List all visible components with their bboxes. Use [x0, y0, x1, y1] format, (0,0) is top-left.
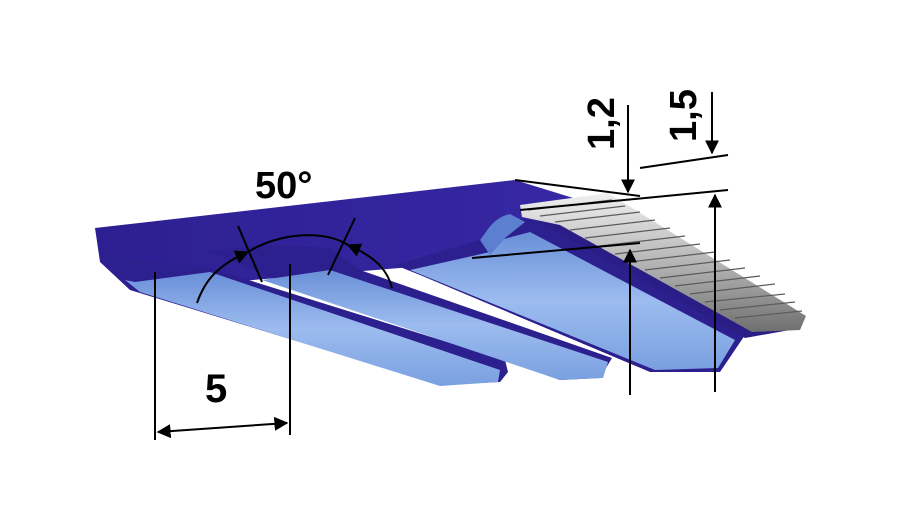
belt-tooth-3-end	[480, 214, 525, 255]
angle-arc-right	[346, 243, 393, 289]
belt-tooth-3-face	[410, 232, 735, 370]
angle-arc-left	[196, 250, 250, 304]
angle-extension-right	[327, 217, 356, 276]
angle-dimension	[196, 217, 393, 304]
pitch-dimension	[154, 264, 291, 440]
pitch-dimension-line	[156, 416, 289, 439]
tooth-height-ext-bottom	[471, 242, 641, 259]
belt-tooth-1-face	[125, 272, 500, 386]
pitch-label: 5	[205, 367, 227, 411]
tooth-height-dimension	[471, 105, 641, 395]
thickness-label: 1,5	[663, 89, 705, 142]
tooth-height-label: 1,2	[581, 97, 623, 150]
belt-tooth-2-face	[262, 270, 608, 380]
belt-body	[95, 180, 806, 386]
thickness-dimension	[519, 92, 729, 392]
angle-extension-left	[237, 225, 263, 283]
angle-label: 50°	[255, 165, 312, 207]
angle-arc-mid	[247, 234, 349, 253]
thickness-ext-top	[639, 154, 729, 169]
thickness-ext-bottom	[519, 189, 729, 211]
tooth-height-ext-top	[514, 179, 641, 197]
